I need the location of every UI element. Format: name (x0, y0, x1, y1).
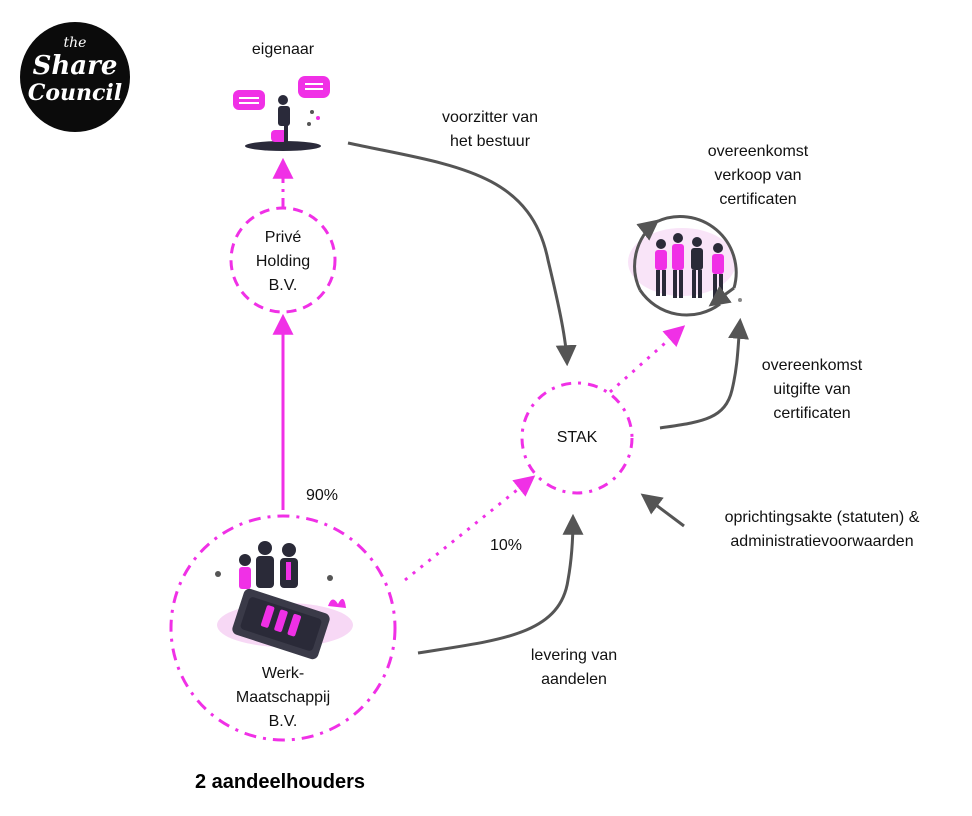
owner-illustration (233, 76, 330, 151)
uitgifte-arrow (659, 317, 750, 430)
holding-label-line-2: Holding (255, 253, 311, 270)
levering-label-line-2: aandelen (541, 671, 607, 688)
cert-cycle-right (655, 215, 738, 289)
cert-cycle-left-arrow (633, 219, 660, 291)
oprichting-label-line-1: oprichtingsakte (statuten) & (724, 509, 920, 526)
werk-label-line-3: B.V. (268, 713, 298, 730)
share-council-logo: the Share Council (20, 22, 130, 132)
oprichting-label-line-2: administratievoorwaarden (730, 533, 914, 550)
holding-label-line-1: Privé (264, 229, 302, 246)
logo-line-3: Council (27, 80, 123, 106)
oprichting-arrow (640, 493, 685, 528)
voorzitter-label-line-1: voorzitter van (441, 109, 539, 126)
werk-to-stak-dotted-arrow (404, 475, 536, 582)
oprichting-label: oprichtingsakte (statuten) & administrat… (694, 506, 950, 554)
stak-label: STAK (556, 429, 598, 446)
uitgifte-label-line-2: uitgifte van (773, 381, 851, 398)
werk-label: Werk- Maatschappij B.V. (213, 662, 353, 734)
werk-illustration (215, 541, 353, 660)
stak-to-cert-dotted-arrow (609, 325, 686, 394)
werk-label-line-2: Maatschappij (235, 689, 331, 706)
cert-cycle-right-arrow (708, 285, 735, 307)
percentage-90: 90% (305, 487, 339, 504)
logo-line-1: the (63, 35, 87, 51)
levering-label-line-1: levering van (530, 647, 618, 664)
voorzitter-label: voorzitter van het bestuur (420, 106, 560, 154)
voorzitter-label-line-2: het bestuur (449, 133, 531, 150)
verkoop-label-line-1: overeenkomst (707, 143, 809, 160)
verkoop-label-line-2: verkoop van (714, 167, 802, 184)
werk-label-line-1: Werk- (261, 665, 305, 682)
voorzitter-arrow (347, 141, 577, 367)
uitgifte-label-line-1: overeenkomst (761, 357, 863, 374)
logo-line-2: Share (32, 51, 118, 81)
levering-label: levering van aandelen (514, 644, 634, 692)
levering-arrow (417, 513, 584, 655)
holding-label-line-3: B.V. (268, 277, 298, 294)
verkoop-label: overeenkomst verkoop van certificaten (688, 140, 828, 212)
uitgifte-label: overeenkomst uitgifte van certificaten (742, 354, 882, 426)
footer-title: 2 aandeelhouders (194, 771, 366, 793)
verkoop-label-line-3: certificaten (719, 191, 797, 208)
percentage-10: 10% (489, 537, 523, 554)
uitgifte-label-line-3: certificaten (773, 405, 851, 422)
stak-circle (520, 381, 634, 495)
owner-label: eigenaar (251, 41, 315, 58)
werk-circle (169, 514, 397, 742)
holding-label: Privé Holding B.V. (233, 226, 333, 298)
cert-cycle-lower (638, 289, 721, 317)
